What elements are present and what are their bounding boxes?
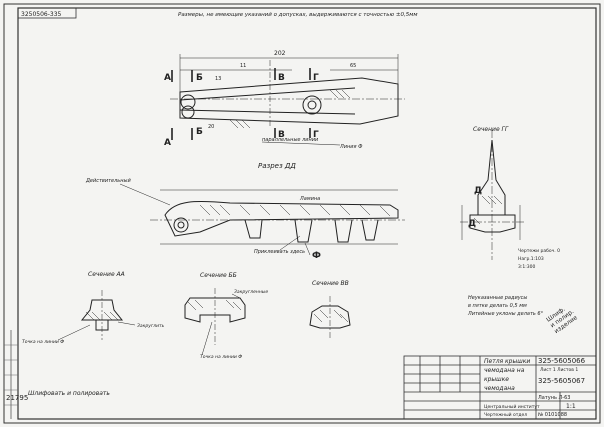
section-vv-title: Сечение ВВ	[312, 280, 349, 287]
title-block	[403, 355, 597, 420]
point-a-label: Точка на линии Ф	[22, 339, 64, 345]
dim-3: 13	[215, 76, 221, 82]
section-gg-view	[460, 130, 525, 260]
callout-glue: Приклеивать здесь	[254, 249, 305, 255]
section-mark-v-top: В	[278, 73, 285, 83]
code-2: 325-5605067	[538, 377, 585, 385]
section-bb-view	[184, 288, 246, 356]
section-dd-title: Разрез ДД	[258, 162, 296, 170]
code-1: 325-5605066	[538, 357, 586, 365]
section-mark-g-top: Г	[313, 73, 319, 83]
dim-1: 11	[240, 63, 246, 69]
rounded-label: Закругленные	[234, 289, 268, 295]
top-note: Размеры, не имеющие указаний о допусках,…	[178, 12, 418, 18]
sheet-count: Лист 1 Листов 1	[540, 367, 578, 373]
section-aa-view	[57, 290, 136, 341]
outer-frame	[3, 3, 601, 424]
note-line-1: Неуказанные радиусы	[468, 295, 527, 301]
inner-frame	[17, 7, 597, 420]
org-1: Центральный институт	[484, 403, 540, 410]
section-mark-d-1: Д	[474, 186, 482, 196]
dim-4: 20	[208, 124, 214, 130]
scale: 1:1	[566, 403, 576, 410]
callout-active: Действительный	[85, 178, 131, 184]
bottom-note: Шлифовать и полировать	[28, 390, 110, 397]
title-line-2: чемодана на	[484, 367, 525, 374]
stamp-number: 21795	[6, 394, 28, 402]
plan-view	[170, 54, 405, 146]
section-mark-v-bottom: В	[278, 130, 285, 140]
org-3: № 0101088	[538, 412, 567, 418]
side-section-view	[119, 183, 405, 256]
callout-lamina: Ламина	[299, 196, 320, 202]
line-f-label: Линия Ф	[339, 144, 363, 150]
parting-note: параллельные линии	[262, 137, 319, 143]
section-mark-a-bottom: А	[164, 138, 171, 148]
title-line-1: Петля крышки	[484, 358, 530, 365]
section-mark-a-top: А	[164, 73, 171, 83]
section-mark-f: Ф	[312, 251, 321, 261]
section-mark-b-top: Б	[196, 73, 203, 83]
section-bb-title: Сечение ББ	[200, 272, 237, 279]
dim-2: 65	[350, 63, 356, 69]
note-line-2: в пятке делать 0,5 мм	[468, 303, 527, 309]
section-gg-title: Сечение ГГ	[473, 126, 509, 133]
title-line-4: чемодана	[484, 385, 515, 392]
section-vv-view	[309, 296, 351, 340]
material: Латунь Л-63	[538, 395, 570, 401]
dim-overall: 202	[274, 50, 286, 57]
side-note-3: 3:1:300	[518, 264, 535, 270]
section-mark-g-bottom: Г	[313, 130, 319, 140]
side-note-2: Нагр.1:103	[518, 256, 544, 262]
side-note-1: Чертежи рабоч. 0	[518, 248, 560, 254]
section-mark-b-bottom: Б	[196, 127, 203, 137]
corner-code: 3250506-335	[21, 11, 62, 18]
title-line-3: крышке	[484, 376, 509, 383]
section-aa-title: Сечение АА	[88, 271, 125, 278]
round-label: Закруглить	[137, 323, 165, 329]
section-mark-d-2: Д	[468, 219, 476, 229]
note-line-3: Литейные уклоны делать 6°	[467, 311, 544, 317]
org-2: Чертежный отдел	[484, 411, 527, 418]
point-b-label: Точка на линии Ф	[200, 354, 242, 360]
